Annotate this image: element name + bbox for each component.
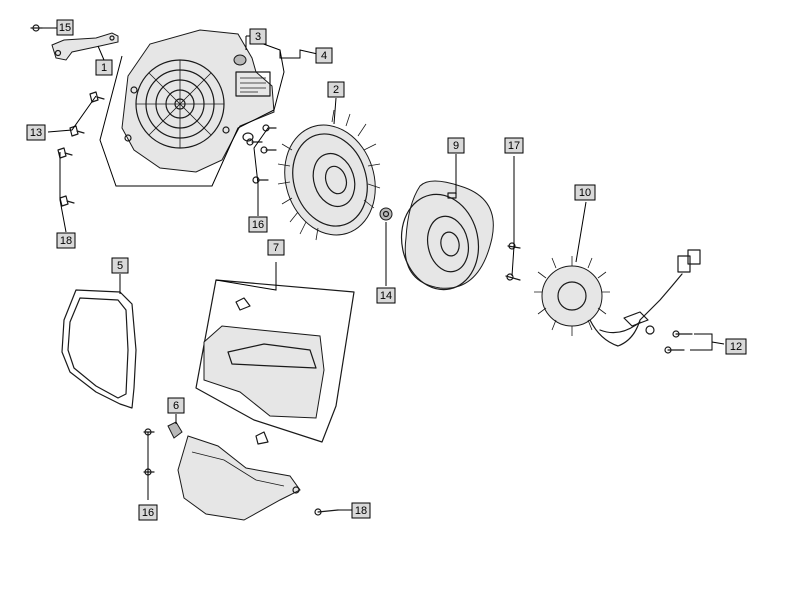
callout-4-label: 4 <box>321 50 327 62</box>
callout-12-label: 12 <box>730 341 742 353</box>
callout-17-label: 17 <box>508 140 520 152</box>
callout-3[interactable]: 3 <box>249 28 267 45</box>
part-18-screws-left <box>57 147 75 207</box>
callout-9[interactable]: 9 <box>447 137 465 154</box>
callout-16-upper[interactable]: 16 <box>248 216 268 233</box>
part-6-clip <box>167 421 183 439</box>
callout-14-label: 14 <box>380 290 392 302</box>
part-14-nut <box>379 207 393 221</box>
part-2-cooling-fan <box>277 109 381 241</box>
part-12-screws <box>664 330 693 354</box>
callout-18-lower-label: 18 <box>355 505 367 517</box>
callout-15[interactable]: 15 <box>56 19 74 36</box>
part-1-bracket <box>51 32 119 61</box>
part-9-flywheel <box>400 180 494 291</box>
callout-6[interactable]: 6 <box>167 397 185 414</box>
part-7-housing <box>195 279 355 445</box>
leader-lines <box>42 27 725 511</box>
part-5-gasket <box>61 289 137 409</box>
callout-1[interactable]: 1 <box>95 59 113 76</box>
callout-14[interactable]: 14 <box>376 287 396 304</box>
callout-6-label: 6 <box>173 400 179 412</box>
part-18-screw-lower <box>314 508 339 516</box>
callout-13[interactable]: 13 <box>26 124 46 141</box>
part-15-screw <box>30 24 43 32</box>
part-bolt-small <box>242 132 254 142</box>
part-4-fan-shroud <box>121 29 275 173</box>
part-17-screws <box>505 242 521 281</box>
callout-5-label: 5 <box>117 260 123 272</box>
callout-4[interactable]: 4 <box>315 47 333 64</box>
part-13-screws <box>69 91 105 137</box>
callout-16-upper-label: 16 <box>252 219 264 231</box>
callout-18-lower[interactable]: 18 <box>351 502 371 519</box>
callout-15-label: 15 <box>59 22 71 34</box>
callout-2[interactable]: 2 <box>327 81 345 98</box>
callout-12[interactable]: 12 <box>725 338 747 355</box>
callout-1-label: 1 <box>101 62 107 74</box>
part-16-screws-upper <box>246 124 277 184</box>
callout-5[interactable]: 5 <box>111 257 129 274</box>
callout-13-label: 13 <box>30 127 42 139</box>
part-lower-shroud <box>177 435 301 521</box>
callout-7-label: 7 <box>273 242 279 254</box>
callout-7[interactable]: 7 <box>267 239 285 256</box>
callout-16-lower[interactable]: 16 <box>138 504 158 521</box>
callout-16-lower-label: 16 <box>142 507 154 519</box>
callout-9-label: 9 <box>453 140 459 152</box>
callout-18-left-label: 18 <box>60 235 72 247</box>
callout-2-label: 2 <box>333 84 339 96</box>
callout-10[interactable]: 10 <box>574 184 596 201</box>
callout-10-label: 10 <box>579 187 591 199</box>
callout-3-label: 3 <box>255 31 261 43</box>
part-10-stator <box>534 249 701 347</box>
callout-17[interactable]: 17 <box>504 137 524 154</box>
callout-18-left[interactable]: 18 <box>56 232 76 249</box>
part-3-grommet <box>233 54 247 66</box>
part-16-screws-lower <box>143 428 155 476</box>
